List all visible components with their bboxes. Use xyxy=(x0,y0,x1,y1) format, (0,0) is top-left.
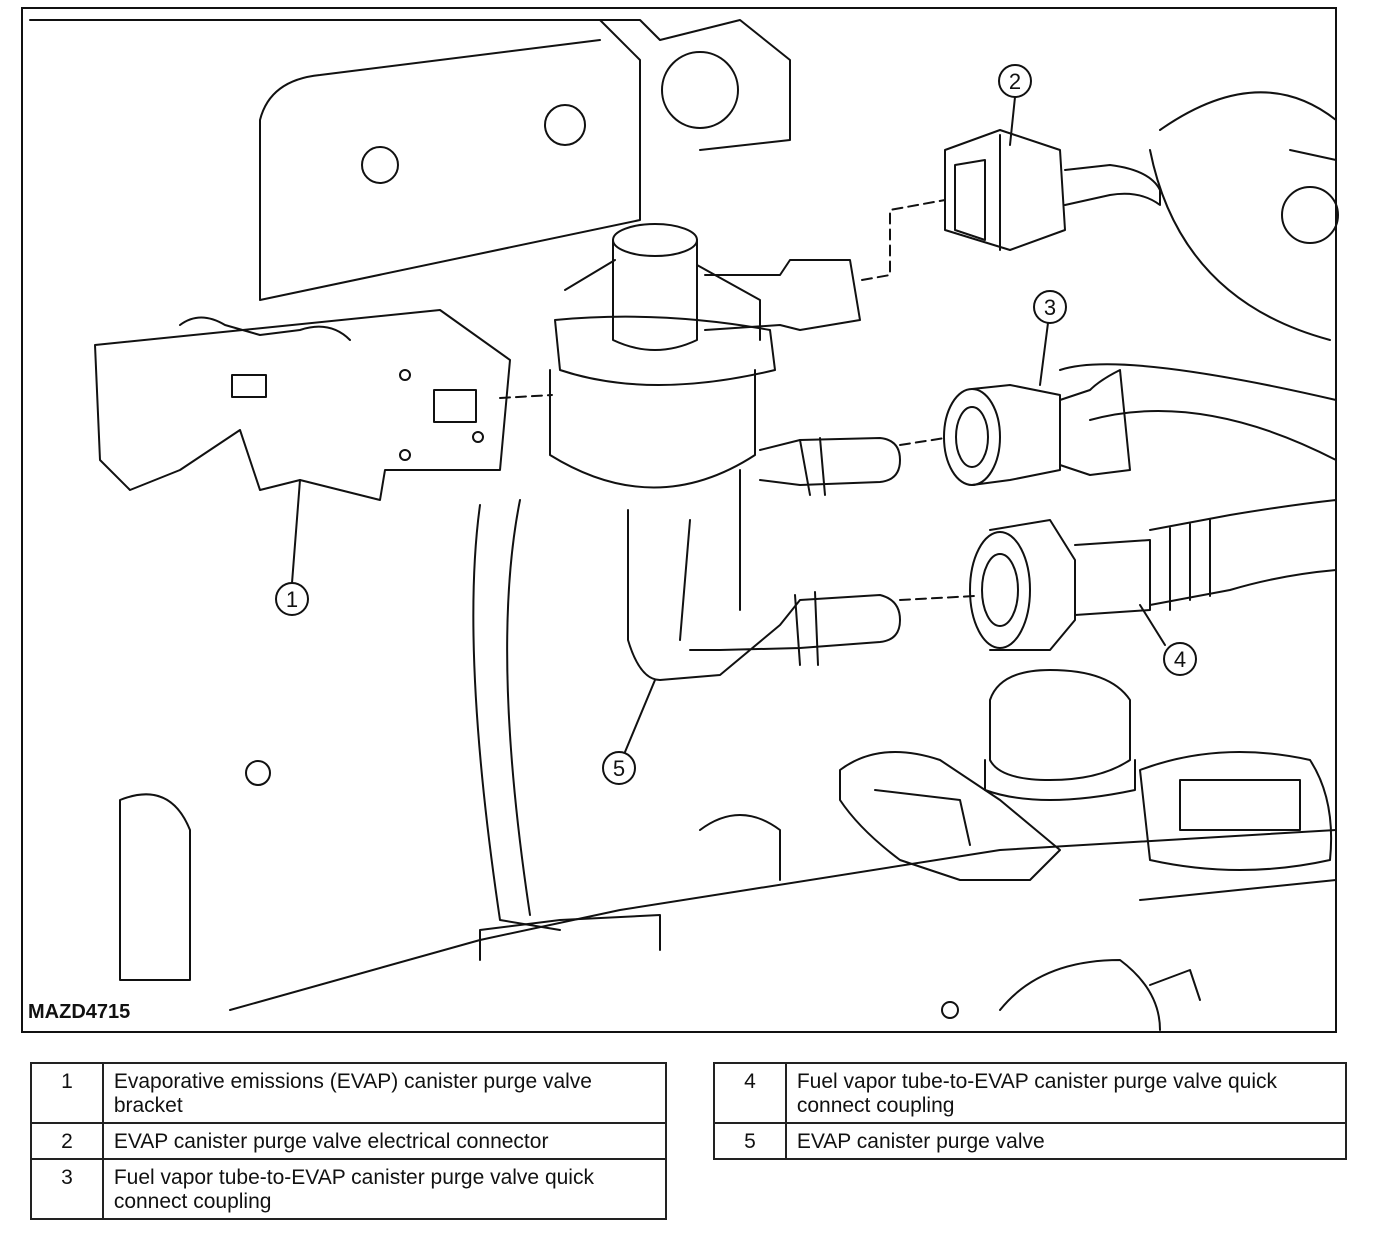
background-structure xyxy=(29,19,1339,1031)
legend-row: 5 EVAP canister purge valve xyxy=(713,1122,1348,1160)
callout-3-circle xyxy=(1033,290,1067,324)
callout-1-label: 1 xyxy=(286,587,298,612)
legend-description: Fuel vapor tube-to-EVAP canister purge v… xyxy=(784,1062,1348,1124)
legend-number: 5 xyxy=(713,1122,787,1160)
coupling-upper-part xyxy=(943,369,1131,486)
legend-row: 2 EVAP canister purge valve electrical c… xyxy=(30,1122,668,1160)
purge-valve-part xyxy=(549,223,901,681)
electrical-connector-part xyxy=(944,129,1161,251)
callout-2-label: 2 xyxy=(1009,69,1021,94)
callout-3-label: 3 xyxy=(1044,295,1056,320)
evap-purge-valve-diagram: 1 2 3 4 5 MAZD4715 xyxy=(21,7,1339,1033)
legend-number: 1 xyxy=(30,1062,104,1124)
legend-description: EVAP canister purge valve electrical con… xyxy=(101,1122,668,1160)
callout-1-circle xyxy=(275,582,309,616)
legend-number: 4 xyxy=(713,1062,787,1124)
legend-description: Evaporative emissions (EVAP) canister pu… xyxy=(101,1062,668,1124)
legend-number: 2 xyxy=(30,1122,104,1160)
callout-5-label: 5 xyxy=(613,756,625,781)
legend-description: Fuel vapor tube-to-EVAP canister purge v… xyxy=(101,1158,668,1220)
alignment-lines xyxy=(499,199,976,601)
legend-row: 4 Fuel vapor tube-to-EVAP canister purge… xyxy=(713,1062,1348,1124)
callout-4-label: 4 xyxy=(1174,647,1186,672)
callout-5-circle xyxy=(602,751,636,785)
legend-description: EVAP canister purge valve xyxy=(784,1122,1348,1160)
legend-row: 1 Evaporative emissions (EVAP) canister … xyxy=(30,1062,668,1124)
legend-table-right: 4 Fuel vapor tube-to-EVAP canister purge… xyxy=(713,1062,1348,1160)
callout-4-circle xyxy=(1163,642,1197,676)
figure-frame xyxy=(21,7,1337,1033)
legend-number: 3 xyxy=(30,1158,104,1220)
figure-id: MAZD4715 xyxy=(28,1001,130,1023)
coupling-lower-part xyxy=(969,499,1337,651)
callout-2-circle xyxy=(998,64,1032,98)
callout-circles xyxy=(275,64,1197,785)
legend-row: 3 Fuel vapor tube-to-EVAP canister purge… xyxy=(30,1158,668,1220)
legend-table-left: 1 Evaporative emissions (EVAP) canister … xyxy=(30,1062,668,1220)
leader-lines xyxy=(291,96,1166,753)
